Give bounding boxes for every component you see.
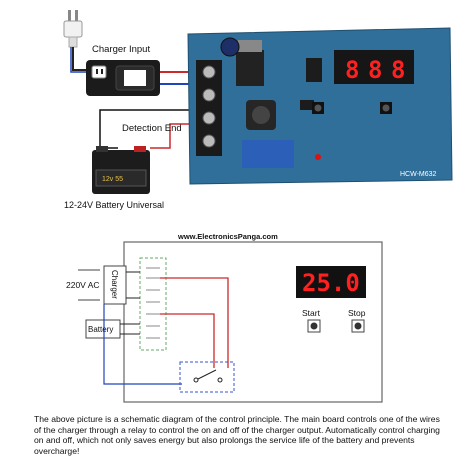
charger-label: Charger [110,270,119,299]
stop-button[interactable] [351,319,365,333]
board-illustration: 8 8 8 HCW-M632 12v 55 Charger Input Dete… [63,10,453,210]
battery-badge: 12v 55 [102,176,123,183]
battery-label: Battery [88,325,113,334]
schematic-connector-block [139,257,167,351]
board-display-digit-3: 8 [391,56,405,84]
start-label: Start [302,308,321,318]
board-model-label: HCW-M632 [400,171,437,178]
schematic-diagram: 25.0 www.ElectronicsPanga.com 220V AC Ch… [66,232,383,403]
relay-switch-icon [193,369,223,383]
battery-caption-label: 12-24V Battery Universal [64,200,164,210]
caption-text: The above picture is a schematic diagram… [34,414,440,456]
power-cord [72,47,86,71]
charger-adapter [86,60,160,96]
watermark-text: www.ElectronicsPanga.com [177,232,278,241]
start-button[interactable] [307,319,321,333]
schematic-blue-wire [103,304,182,385]
pcb-board [187,27,453,185]
detection-end-label: Detection End [122,123,182,134]
ac-label: 220V AC [66,280,100,290]
battery-icon [92,146,150,194]
board-display-digit-2: 8 [368,56,382,84]
schematic-red-wire [160,277,229,368]
schematic-display-value: 25.0 [302,269,360,297]
schematic-display-bg [296,266,366,298]
schematic-relay-box [179,361,235,393]
schematic-charger-box [103,265,127,305]
schematic-battery-box [85,319,121,339]
power-cord-blue [70,47,86,73]
charger-input-label: Charger Input [92,44,150,55]
board-display-digit-1: 8 [345,56,359,84]
schematic-board-outline [123,241,383,403]
plug-icon [63,10,83,48]
stop-label: Stop [348,308,366,318]
